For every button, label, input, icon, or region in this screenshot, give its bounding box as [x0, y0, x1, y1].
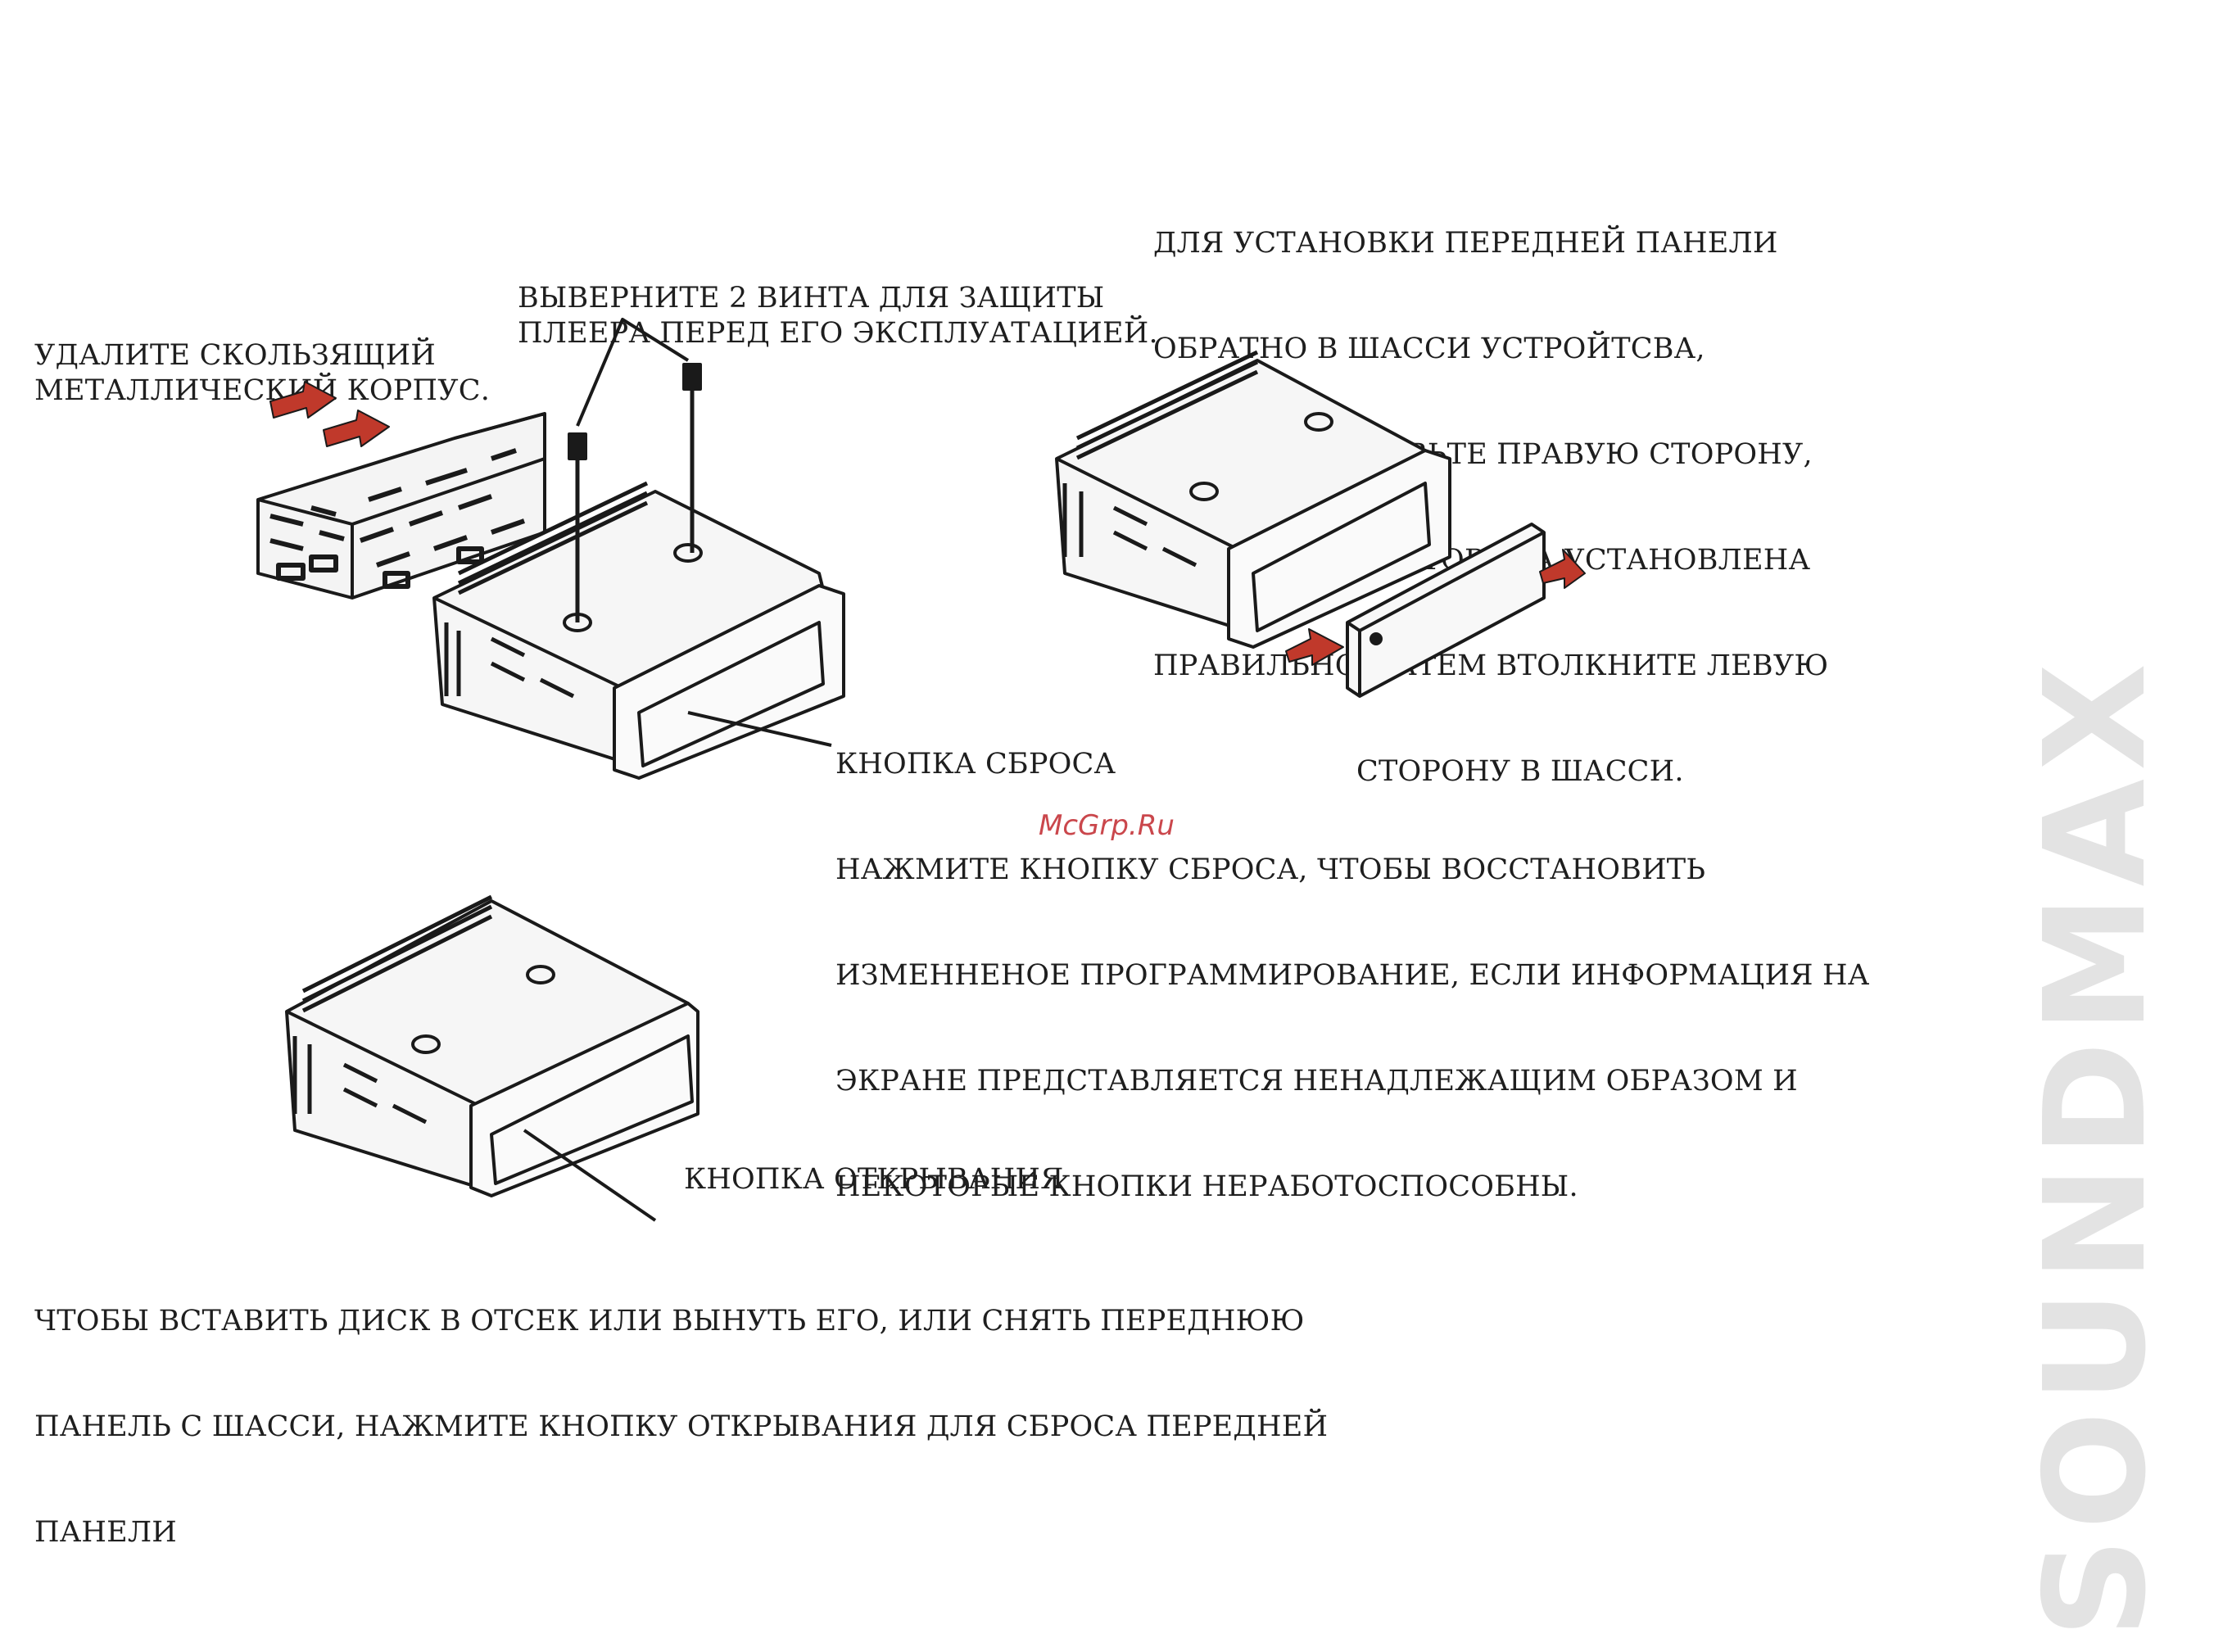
watermark-mcgrp: McGrp.Ru [1039, 809, 1175, 842]
screws-line: ВЫВЕРНИТЕ 2 ВИНТА ДЛЯ ЗАЩИТЫ [518, 282, 1105, 315]
reset-title: КНОПКА СБРОСА [835, 748, 1116, 781]
install-panel-line: ДЛЯ УСТАНОВКИ ПЕРЕДНЕЙ ПАНЕЛИ [1153, 227, 1778, 260]
reset-line: НАЖМИТЕ КНОПКУ СБРОСА, ЧТОБЫ ВОССТАНОВИТ… [835, 853, 1706, 886]
release-button-label: КНОПКА ОТКРЫВАНИЯ [684, 1163, 1064, 1196]
screws-label: ВЫВЕРНИТЕ 2 ВИНТА ДЛЯ ЗАЩИТЫ ПЛЕЕРА ПЕРЕ… [518, 246, 1158, 351]
insert-disc-label: ЧТОБЫ ВСТАВИТЬ ДИСК В ОТСЕК ИЛИ ВЫНУТЬ Е… [34, 1233, 1328, 1586]
remove-sleeve-line: УДАЛИТЕ СКОЛЬЗЯЩИЙ [34, 339, 437, 372]
metal-sleeve-figure [256, 412, 546, 600]
front-panel-figure [1346, 523, 1546, 698]
insert-disc-line: ПАНЕЛИ [34, 1516, 178, 1549]
installation-illustrations [256, 318, 1586, 1222]
install-panel-line: ОБРАТНО В ШАССИ УСТРОЙТСВА, [1153, 333, 1705, 365]
pull-arrow-icon [269, 381, 390, 447]
reset-line: НЕКОТОРЫЕ КНОПКИ НЕРАБОТОСПОСОБНЫ. [835, 1170, 1578, 1203]
insert-disc-line: ЧТОБЫ ВСТАВИТЬ ДИСК В ОТСЕК ИЛИ ВЫНУТЬ Е… [34, 1305, 1305, 1337]
chassis-figure-1 [432, 318, 845, 780]
install-panel-line: СТОРОНУ В ШАССИ. [1356, 755, 1684, 788]
reset-button-label: КНОПКА СБРОСА НАЖМИТЕ КНОПКУ СБРОСА, ЧТО… [835, 677, 1869, 1240]
reset-line: ЭКРАНЕ ПРЕДСТАВЛЯЕТСЯ НЕНАДЛЕЖАЩИМ ОБРАЗ… [835, 1065, 1798, 1098]
chassis-figure-2 [1055, 350, 1451, 649]
brand-logo: SOUNDMAX [2015, 654, 2177, 1638]
screws-line: ПЛЕЕРА ПЕРЕД ЕГО ЭКСПЛУАТАЦИЕЙ. [518, 317, 1158, 350]
insert-disc-line: ПАНЕЛЬ С ШАССИ, НАЖМИТЕ КНОПКУ ОТКРЫВАНИ… [34, 1410, 1329, 1443]
chassis-figure-3 [285, 894, 699, 1222]
reset-line: ИЗМЕННЕНОЕ ПРОГРАММИРОВАНИЕ, ЕСЛИ ИНФОРМ… [835, 959, 1870, 992]
insert-arrow-icon [1285, 549, 1586, 666]
